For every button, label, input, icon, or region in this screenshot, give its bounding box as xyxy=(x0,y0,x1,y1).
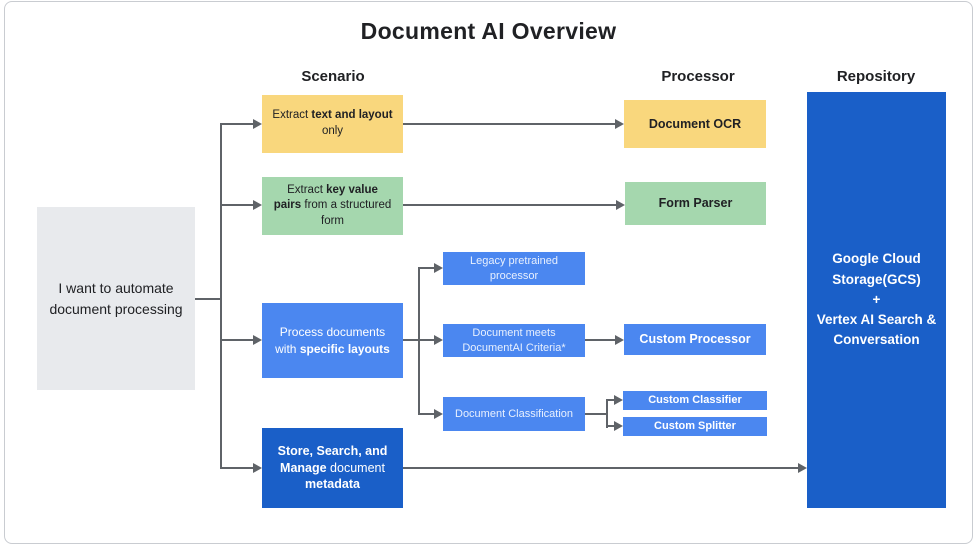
connector-extract-to-ocr xyxy=(403,123,615,125)
connector-fork-trunk xyxy=(606,399,608,428)
column-header-processor: Processor xyxy=(661,68,735,85)
connector-process-stub xyxy=(403,339,419,341)
arrowhead-icon xyxy=(253,200,262,210)
connector-store-to-repository xyxy=(403,467,798,469)
arrowhead-icon xyxy=(253,119,262,129)
repository-line-vertex: Vertex AI Search & Conversation xyxy=(816,312,937,348)
connector-keyvalue-to-formparser xyxy=(403,204,616,206)
scenario-extract-text-layout: Extract text and layout only xyxy=(262,95,403,153)
arrowhead-icon xyxy=(614,395,623,405)
repository-line-plus: + xyxy=(872,291,881,307)
arrowhead-icon xyxy=(798,463,807,473)
connector-to-extract-text xyxy=(220,123,253,125)
connector-to-store xyxy=(220,467,253,469)
arrowhead-icon xyxy=(434,409,443,419)
connector-criteria-to-custom-processor xyxy=(585,339,615,341)
scenario-store-search-manage: Store, Search, and Manage document metad… xyxy=(262,428,403,508)
arrowhead-icon xyxy=(434,335,443,345)
arrowhead-icon xyxy=(615,119,624,129)
connector-to-criteria xyxy=(418,339,434,341)
page-title: Document AI Overview xyxy=(360,18,617,44)
arrowhead-icon xyxy=(253,463,262,473)
processor-custom-splitter: Custom Splitter xyxy=(623,417,767,436)
repository-node: Google Cloud Storage(GCS) + Vertex AI Se… xyxy=(807,92,946,508)
processor-custom-processor: Custom Processor xyxy=(624,324,766,355)
connector-to-classification xyxy=(418,413,434,415)
processor-document-ocr: Document OCR xyxy=(624,100,766,148)
scenario-specific-layouts: Process documents with specific layouts xyxy=(262,303,403,378)
connector-branch-trunk xyxy=(418,267,420,415)
arrowhead-icon xyxy=(615,335,624,345)
scenario-extract-key-value: Extract key value pairs from a structure… xyxy=(262,177,403,235)
arrowhead-icon xyxy=(616,200,625,210)
branch-legacy-pretrained-processor: Legacy pretrained processor xyxy=(443,252,585,285)
start-node: I want to automate document processing xyxy=(37,207,195,390)
arrowhead-icon xyxy=(614,421,623,431)
connector-classification-stub xyxy=(585,413,607,415)
connector-start-stub xyxy=(195,298,222,300)
connector-to-extract-keyvalue xyxy=(220,204,253,206)
connector-to-classifier xyxy=(606,399,614,401)
processor-form-parser: Form Parser xyxy=(625,182,766,225)
repository-line-gcs: Google Cloud Storage(GCS) xyxy=(832,251,921,287)
connector-to-splitter xyxy=(606,425,614,427)
arrowhead-icon xyxy=(434,263,443,273)
branch-document-classification: Document Classification xyxy=(443,397,585,431)
connector-to-process-documents xyxy=(220,339,253,341)
connector-to-legacy xyxy=(418,267,434,269)
branch-documentai-criteria: Document meets DocumentAI Criteria* xyxy=(443,324,585,357)
column-header-scenario: Scenario xyxy=(301,68,365,85)
processor-custom-classifier: Custom Classifier xyxy=(623,391,767,410)
arrowhead-icon xyxy=(253,335,262,345)
connector-main-trunk xyxy=(220,123,222,469)
column-header-repository: Repository xyxy=(836,68,916,85)
